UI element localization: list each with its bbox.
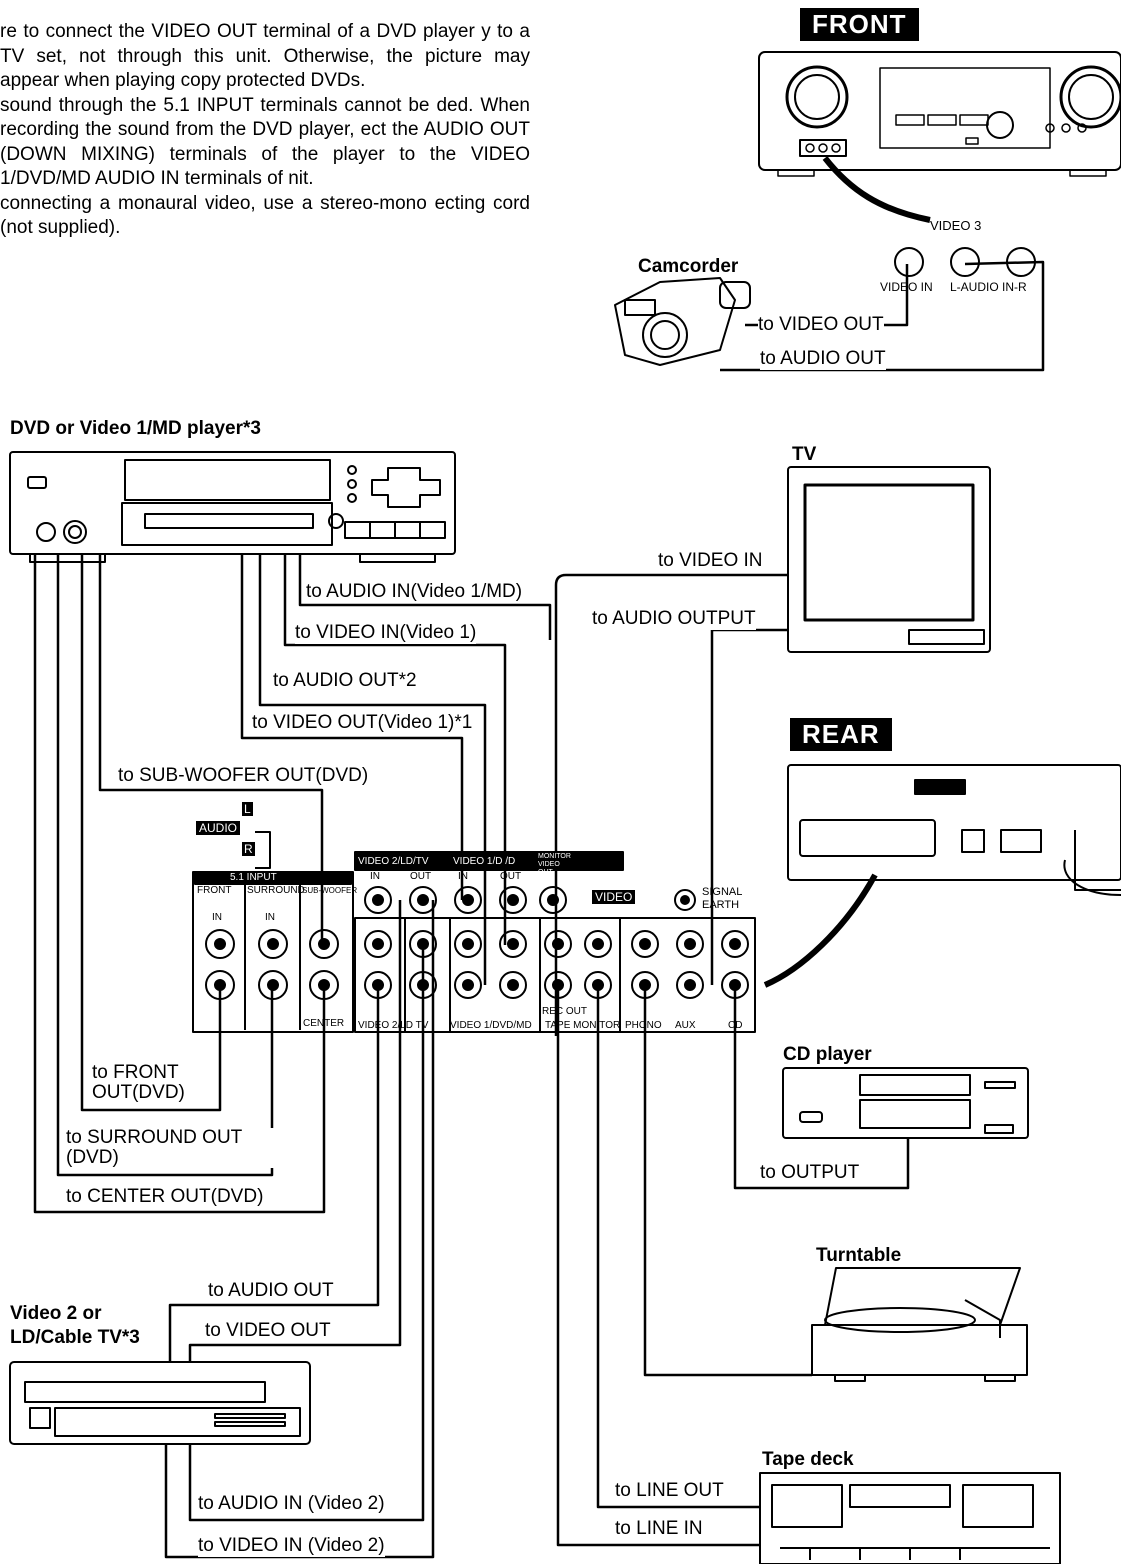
cam-video-out-label: to VIDEO OUT — [758, 314, 884, 336]
panel-bottom-phono: PHONO — [625, 1020, 662, 1031]
panel-51-input: 5.1 INPUT — [230, 872, 277, 883]
tape-label: Tape deck — [762, 1449, 854, 1470]
v2-video-in-label: to VIDEO IN (Video 2) — [198, 1535, 385, 1557]
rear-badge: REAR — [790, 718, 892, 751]
tape-line-in-label: to LINE IN — [615, 1518, 703, 1540]
panel-bottom-video2: VIDEO 2/LD TV — [358, 1020, 429, 1031]
panel-bottom-cd: CD — [728, 1020, 743, 1031]
panel-rec-out: REC OUT — [542, 1006, 587, 1017]
dvd-label: DVD or Video 1/MD player*3 — [10, 418, 261, 439]
panel-out-2: OUT — [500, 871, 522, 882]
v2-video-out-label: to VIDEO OUT — [205, 1320, 331, 1342]
panel-jacks — [205, 886, 749, 1000]
cd-label: CD player — [783, 1044, 872, 1065]
panel-subwoofer-label: SUB-WOOFER — [302, 886, 358, 895]
video2-drawing — [9, 1361, 311, 1445]
tv-label: TV — [792, 444, 817, 465]
panel-bottom-aux: AUX — [675, 1020, 696, 1031]
front-receiver — [758, 51, 1121, 177]
video3-label: VIDEO 3 — [930, 218, 982, 233]
notes: re to connect the VIDEO OUT terminal of … — [0, 20, 530, 241]
tv-audio-output-label: to AUDIO OUTPUT — [592, 608, 756, 630]
panel-in-2: IN — [265, 912, 275, 923]
v2-audio-in-label: to AUDIO IN (Video 2) — [198, 1493, 385, 1515]
note-2: sound through the 5.1 INPUT terminals ca… — [0, 94, 530, 190]
tape-line-out-label: to LINE OUT — [615, 1480, 724, 1502]
panel-audio-tag: AUDIO — [196, 821, 241, 835]
dvd-surround-label: to SURROUND OUT (DVD) — [66, 1128, 276, 1168]
v2-audio-out-label: to AUDIO OUT — [208, 1280, 334, 1302]
panel-r-tag: R — [242, 842, 255, 856]
camcorder-label: Camcorder — [638, 256, 739, 277]
panel-front-label: FRONT — [197, 885, 232, 896]
panel-video-tag: VIDEO — [592, 890, 636, 904]
audio-in-jack-label: L-AUDIO IN-R — [950, 280, 1027, 294]
front-badge: FRONT — [800, 8, 919, 41]
panel-video2-top: VIDEO 2/LD/TV — [358, 856, 429, 867]
dvd-video-in-label: to VIDEO IN(Video 1) — [295, 622, 477, 644]
panel-l-tag: L — [242, 802, 253, 816]
dvd-video-out-label: to VIDEO OUT(Video 1)*1 — [252, 712, 473, 734]
panel-bottom-tape: TAPE MONITOR — [545, 1020, 621, 1031]
panel-bottom-video1: VIDEO 1/DVD/MD — [450, 1020, 532, 1031]
tv-video-in-label: to VIDEO IN — [658, 550, 763, 572]
video2-label: Video 2 or LD/Cable TV*3 — [10, 1303, 140, 1348]
panel-in-1: IN — [212, 912, 222, 923]
cam-audio-out-label: to AUDIO OUT — [760, 348, 886, 370]
cd-player-drawing — [782, 1067, 1029, 1139]
turntable-drawing — [811, 1267, 1028, 1382]
panel-earth: EARTH — [702, 899, 740, 911]
note-3: connecting a monaural video, use a stere… — [0, 192, 530, 239]
panel-monitor: MONITOR VIDEO OUT — [538, 853, 571, 876]
dvd-subwoofer-label: to SUB-WOOFER OUT(DVD) — [118, 765, 369, 787]
camcorder-drawing — [614, 277, 751, 366]
dvd-center-label: to CENTER OUT(DVD) — [66, 1186, 264, 1208]
panel-out-1: OUT — [410, 871, 432, 882]
tv-drawing — [787, 466, 991, 653]
dvd-front-label: to FRONT OUT(DVD) — [92, 1063, 202, 1103]
tape-deck-drawing — [759, 1472, 1061, 1564]
cd-output-label: to OUTPUT — [760, 1162, 860, 1184]
dvd-audio-out-label: to AUDIO OUT*2 — [273, 670, 417, 692]
dvd-audio-in-label: to AUDIO IN(Video 1/MD) — [306, 581, 523, 603]
rear-receiver — [787, 764, 1121, 896]
panel-surround-label: SURROUND — [247, 885, 305, 896]
note-1: re to connect the VIDEO OUT terminal of … — [0, 21, 530, 91]
dvd-player-drawing — [9, 451, 456, 563]
panel-signal: SIGNAL — [702, 886, 743, 898]
cables — [33, 554, 910, 1559]
panel-in-4: IN — [458, 871, 468, 882]
panel-in-3: IN — [370, 871, 380, 882]
video-in-jack-label: VIDEO IN — [880, 280, 933, 294]
panel-video1-top: VIDEO 1/D /D — [453, 856, 516, 867]
turntable-label: Turntable — [816, 1245, 902, 1266]
panel-center-label: CENTER — [303, 1018, 345, 1029]
